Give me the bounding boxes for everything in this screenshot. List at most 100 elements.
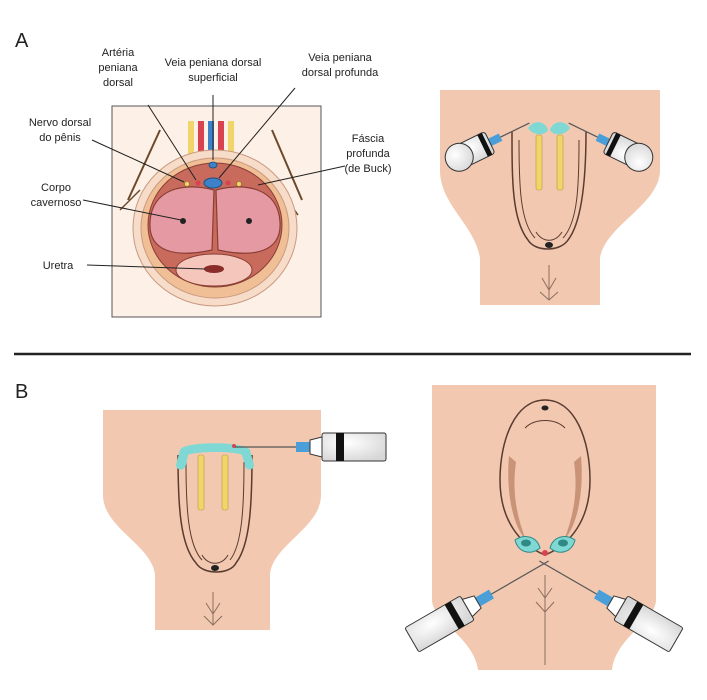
leader-nervo [91, 139, 185, 183]
bleb-core-right-b [558, 539, 568, 547]
vessel-red-left [198, 121, 204, 159]
penile-shaft-outline-a [511, 131, 587, 250]
syringe-hub [594, 589, 613, 607]
vessel-blue [208, 121, 214, 159]
label-veia-prof-2: dorsal profunda [302, 67, 379, 79]
meatus-b-left [211, 565, 219, 571]
dorsal-nerve-right-a [556, 134, 564, 191]
label-veia-prof-1: Veia peniana [308, 52, 372, 64]
leader-fascia [257, 165, 346, 186]
dorsal-nerve-right-b [221, 454, 229, 511]
shaft-shadow-right-b [564, 456, 582, 540]
superficial-dorsal-vein [208, 161, 218, 169]
top-vessels [188, 121, 234, 159]
syringe-end [444, 142, 474, 172]
syringe-needle [490, 560, 549, 596]
syringe-end [624, 142, 654, 172]
vessel-red-right [218, 121, 224, 159]
syringe-b-left [235, 432, 387, 462]
label-nervo-1: Nervo dorsal [29, 117, 91, 129]
syringe-plunger-seal [336, 433, 344, 461]
label-arteria-3: dorsal [103, 77, 133, 89]
left-dorsal-nerve [184, 181, 190, 187]
label-arteria-2: peniana [98, 62, 138, 74]
label-arteria-1: Artéria [102, 47, 135, 59]
label-fascia-2: profunda [346, 148, 390, 160]
syringe-hub [296, 442, 310, 452]
shaft-inner-left-a [518, 139, 536, 239]
left-corpus-dot [180, 218, 186, 224]
bleb-core-left-b [521, 539, 531, 547]
left-fascia-stroke [127, 129, 161, 201]
syringe-needle [568, 122, 600, 139]
label-veia-sup-2: superficial [188, 72, 238, 84]
left-fascia-stroke-2 [119, 189, 141, 211]
syringe-left-a [444, 122, 530, 172]
leader-uretra [86, 264, 206, 270]
syringe-b-lower-left [405, 560, 549, 652]
leader-veia-profunda [218, 87, 296, 179]
meatus-b-right [541, 405, 549, 411]
scrotal-raphe-a [539, 265, 559, 301]
syringe-b-lower-right [539, 560, 683, 652]
scrotal-raphe-b-right [535, 575, 555, 665]
shaft-shadow-left-b [508, 456, 526, 540]
right-dorsal-nerve [236, 181, 242, 187]
anesthetic-ring-dorsal-b [176, 443, 254, 470]
syringe-barrel [613, 596, 683, 652]
right-fascia-stroke [271, 129, 303, 201]
label-fascia-3: (de Buck) [344, 163, 391, 175]
syringe-plunger-seal [605, 132, 621, 157]
label-veia-sup-1: Veia peniana dorsal [165, 57, 262, 69]
syringe-needle [498, 122, 530, 139]
penile-cross-section [111, 105, 322, 318]
left-dorsal-artery [195, 180, 201, 186]
panel-label-b: B [15, 381, 28, 403]
label-corpo-1: Corpo [41, 182, 71, 194]
label-uretra: Uretra [43, 260, 74, 272]
shaft-inner-right-b [229, 461, 245, 561]
vessel-yellow-right [228, 121, 234, 159]
right-corpus-dot [246, 218, 252, 224]
leader-lines [82, 87, 346, 270]
shaft-inner-left-b [185, 461, 203, 561]
deep-dorsal-vein [203, 177, 223, 189]
torso-skin-a [440, 90, 660, 305]
anatomy-labels: Artéria peniana dorsal Veia peniana dors… [29, 47, 392, 272]
syringe-plunger-seal [444, 601, 465, 630]
panel-b-right-illustration [405, 385, 683, 670]
syringe-tip [309, 436, 323, 458]
dorsal-nerve-left-b [197, 454, 205, 511]
syringe-plunger-seal [623, 601, 644, 630]
label-nervo-2: do pênis [39, 132, 81, 144]
label-corpo-2: cavernoso [31, 197, 82, 209]
glans-line-b-right [524, 420, 566, 429]
leader-arteria [147, 104, 197, 181]
shaft-inner-right-a [562, 139, 580, 239]
syringe-needle [539, 560, 598, 596]
penile-shaft-outline-b-left [177, 454, 253, 573]
injection-point-b-right [542, 550, 548, 556]
glans-line-a [535, 231, 563, 241]
syringe-barrel [321, 432, 387, 462]
panel-label-a: A [15, 30, 29, 52]
right-dorsal-artery [225, 180, 231, 186]
meatus-a [545, 242, 553, 248]
panel-b-left-illustration [103, 410, 387, 630]
anesthetic-bleb-right-a [550, 122, 570, 135]
syringe-right-a [568, 122, 654, 172]
scrotal-raphe-b-left [203, 592, 223, 626]
glans-line-b-left [201, 554, 229, 564]
leader-corpo [82, 199, 182, 221]
syringe-plunger-seal [477, 132, 493, 157]
syringe-barrel [405, 596, 475, 652]
label-fascia-1: Fáscia [352, 133, 385, 145]
syringe-hub [475, 589, 494, 607]
urethra-lumen [204, 265, 224, 273]
panel-a-block-illustration [440, 90, 660, 305]
anesthetic-bleb-left-a [528, 122, 548, 135]
dorsal-nerve-left-a [535, 134, 543, 191]
vessel-yellow-left [188, 121, 194, 159]
